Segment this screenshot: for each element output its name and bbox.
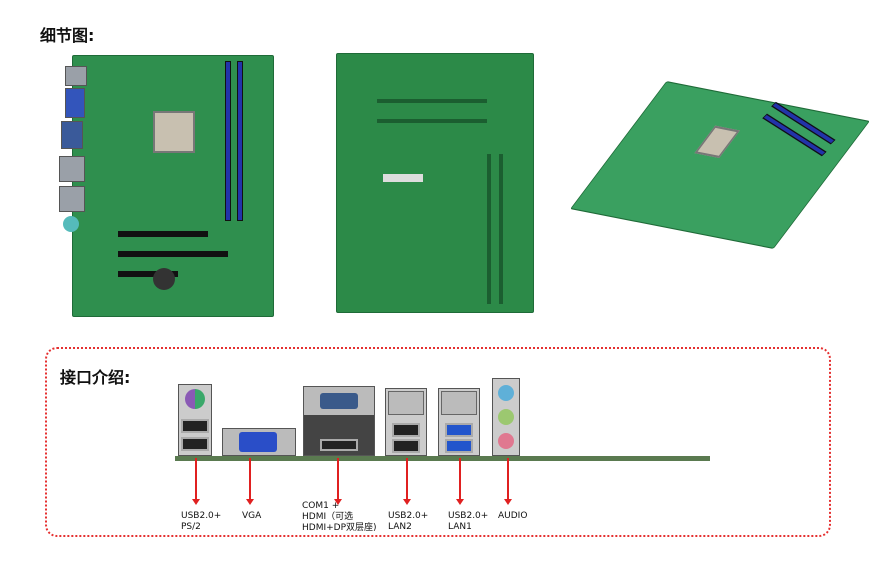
- lan-port: [59, 186, 85, 212]
- usb-port: [445, 423, 473, 437]
- label-sticker: [383, 174, 423, 182]
- lan-port: [59, 156, 85, 182]
- board-back-photo: [336, 53, 534, 313]
- board-angled-photo: [570, 81, 870, 249]
- cpu: [153, 111, 195, 153]
- lan2-usb-stack: [385, 388, 427, 456]
- audio-stack: [492, 378, 520, 456]
- interface-frame: [45, 347, 831, 537]
- mic-jack: [498, 433, 514, 449]
- io-pcb-edge: [175, 456, 710, 461]
- pcie-slot: [118, 231, 208, 237]
- usb-port: [392, 439, 420, 453]
- usb-port: [181, 437, 209, 451]
- rj45-port: [441, 391, 477, 415]
- pcie-slot: [118, 271, 178, 277]
- arrow: [403, 458, 411, 505]
- arrow: [192, 458, 200, 505]
- arrow: [334, 458, 342, 505]
- label-usb-lan1: USB2.0+LAN1: [448, 511, 489, 532]
- ps2-usb-stack: [178, 384, 212, 456]
- arrow: [456, 458, 464, 505]
- arrow: [504, 458, 512, 505]
- board-front-photo: [59, 55, 274, 317]
- usb-port: [392, 423, 420, 437]
- detail-title: 细节图:: [40, 26, 95, 45]
- usb-port: [445, 439, 473, 453]
- dimm-slot: [225, 61, 231, 221]
- interface-title: 接口介绍:: [60, 368, 131, 387]
- usb-port: [181, 419, 209, 433]
- arrow: [246, 458, 254, 505]
- rj45-port: [388, 391, 424, 415]
- com-port: [320, 393, 358, 409]
- line-out-jack: [498, 409, 514, 425]
- pcie-slot: [118, 251, 228, 257]
- label-vga: VGA: [242, 511, 262, 521]
- cmos-battery: [153, 268, 175, 290]
- lan1-usb-stack: [438, 388, 480, 456]
- label-audio: AUDIO: [498, 511, 528, 521]
- vga-port: [65, 88, 85, 118]
- audio-jacks: [63, 216, 79, 232]
- com-port: [61, 121, 83, 149]
- dimm-slot: [237, 61, 243, 221]
- label-usb-lan2: USB2.0+LAN2: [388, 511, 429, 532]
- ps2-port: [185, 389, 205, 409]
- line-in-jack: [498, 385, 514, 401]
- vga-port: [222, 428, 296, 456]
- hdmi-port: [320, 439, 358, 451]
- cpu: [694, 125, 740, 159]
- ps2-port: [65, 66, 87, 86]
- com-hdmi-stack: [303, 386, 375, 456]
- label-usb-ps2: USB2.0+PS/2: [181, 511, 222, 532]
